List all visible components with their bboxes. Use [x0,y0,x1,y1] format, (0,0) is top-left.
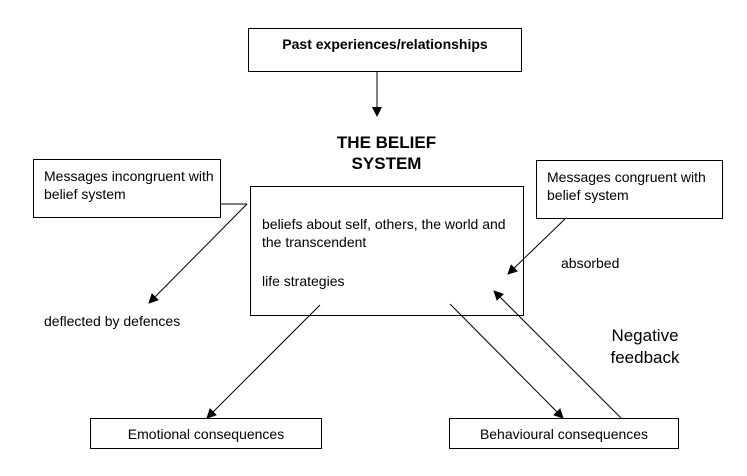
label-absorbed: absorbed [561,255,620,271]
node-messages-incongruent-label: Messages incongruent with belief system [44,168,214,202]
belief-contents-text: beliefs about self, others, the world an… [262,216,506,250]
node-messages-incongruent: Messages incongruent with belief system [33,159,221,218]
life-strategies-text: life strategies [262,273,345,289]
node-behavioural-consequences: Behavioural consequences [449,418,679,449]
label-deflected-by-defences: deflected by defences [44,313,181,329]
arrow-incongruent-deflected [148,203,248,304]
node-past-experiences: Past experiences/relationships [248,28,522,72]
node-messages-congruent: Messages congruent with belief system [536,160,723,219]
node-messages-congruent-label: Messages congruent with belief system [547,169,706,203]
diagram-title: THE BELIEF SYSTEM [336,133,437,173]
node-belief-system: beliefs about self, others, the world an… [250,186,524,316]
label-negative-feedback: Negative feedback [610,326,680,367]
arrow-belief-to-emotional [206,304,321,419]
node-emotional-consequences: Emotional consequences [90,418,322,449]
arrow-belief-to-behavioural [449,303,564,419]
node-emotional-consequences-label: Emotional consequences [127,426,285,442]
node-behavioural-consequences-label: Behavioural consequences [479,426,649,442]
node-past-experiences-label: Past experiences/relationships [282,36,488,52]
